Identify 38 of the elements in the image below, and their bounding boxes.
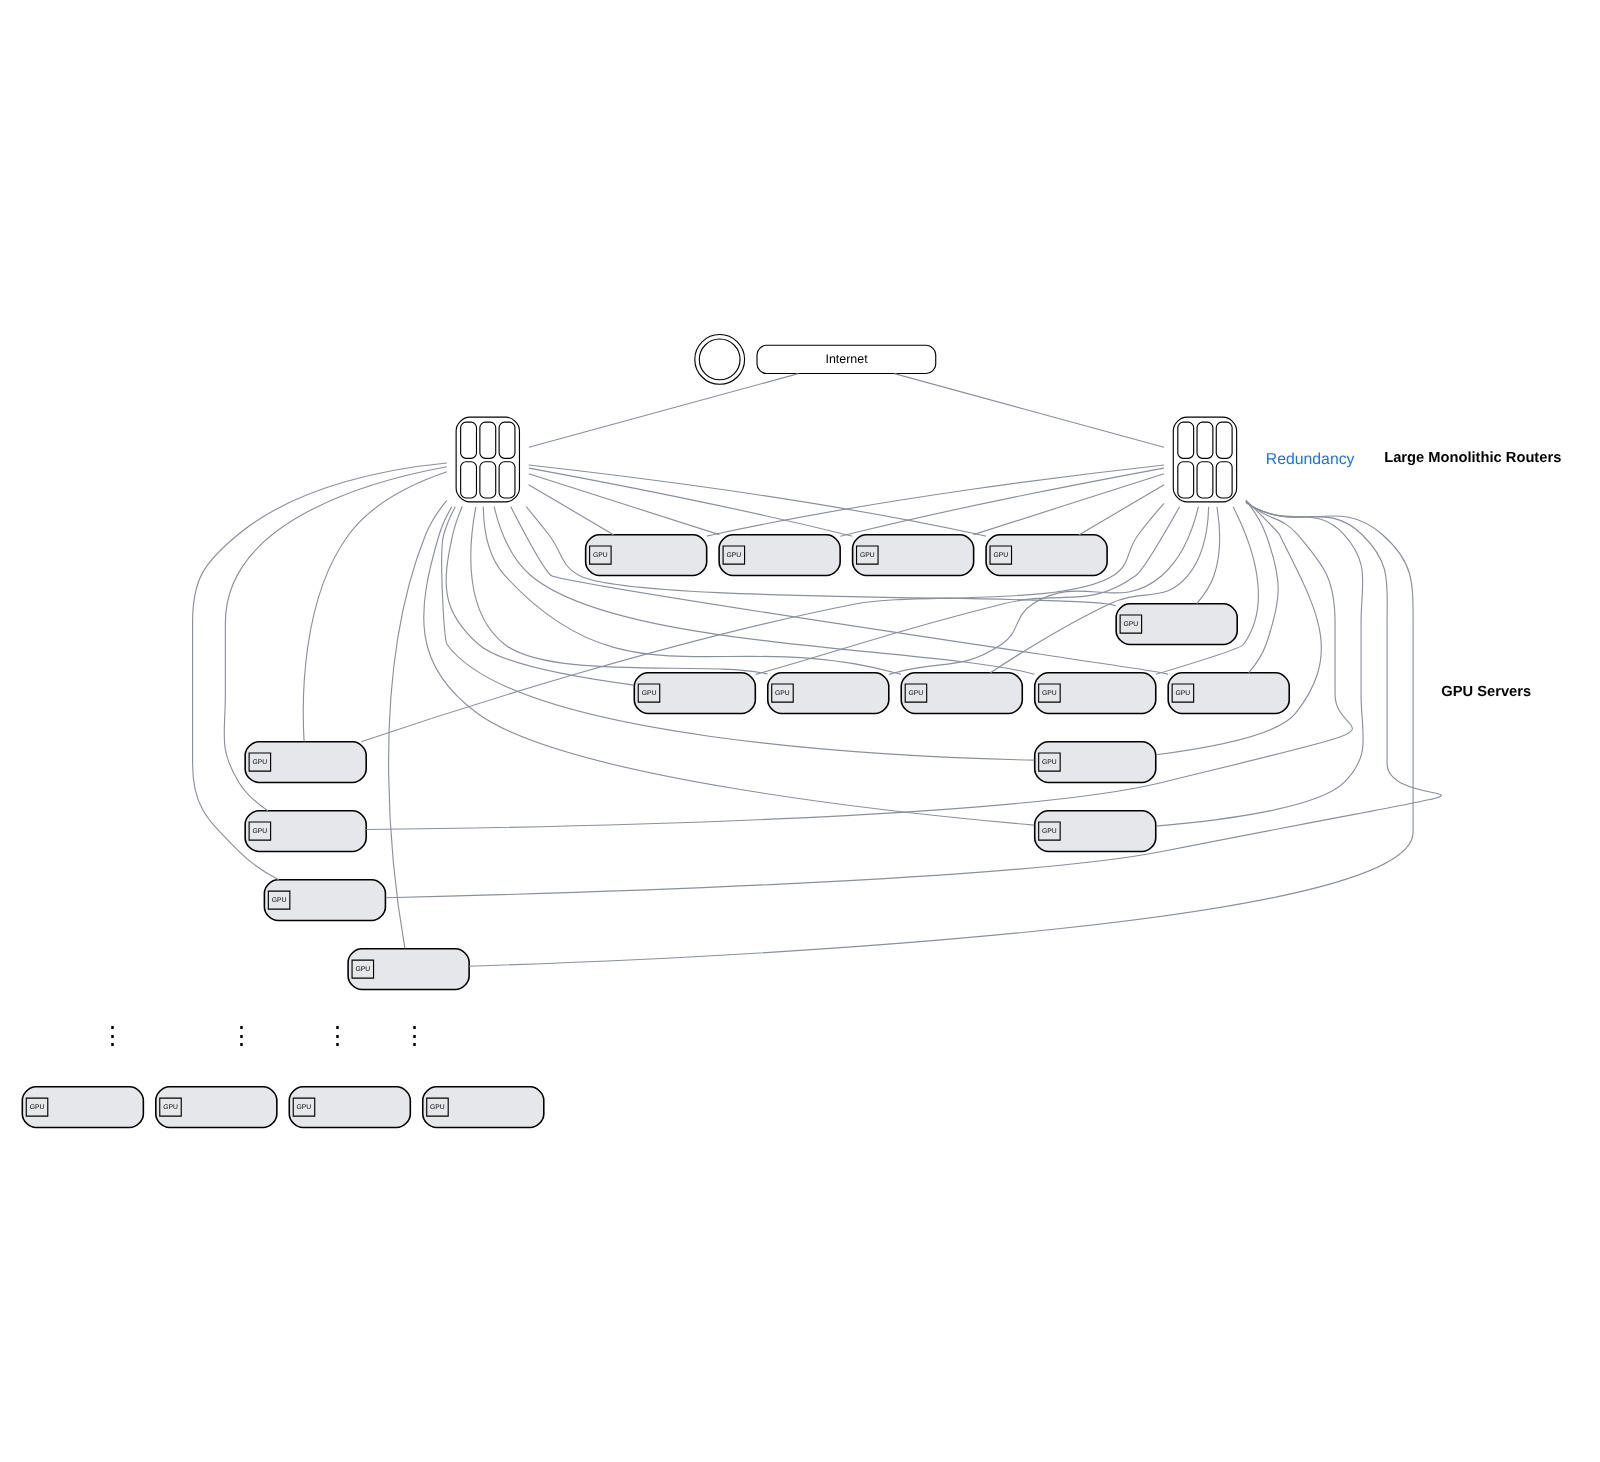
connector [1245, 499, 1279, 674]
label: ⋮ [325, 1022, 350, 1051]
connector [528, 464, 987, 537]
connector [972, 473, 1165, 536]
label: ⋮ [229, 1022, 254, 1051]
connector [1155, 501, 1364, 827]
connector [989, 506, 1210, 674]
connector [493, 506, 1036, 675]
connector [510, 506, 1169, 675]
connector [839, 467, 1165, 537]
connector [360, 502, 1165, 743]
label: ⋮ [402, 1022, 427, 1051]
connector [1155, 499, 1322, 756]
label: ⋮ [100, 1022, 125, 1051]
connector [528, 484, 615, 536]
connector [1078, 484, 1165, 536]
connector [1196, 506, 1221, 605]
connector [1155, 506, 1259, 675]
connector [365, 500, 1353, 831]
connector [754, 506, 1181, 676]
connector [893, 373, 1165, 448]
connector [528, 473, 720, 536]
connector [388, 499, 448, 950]
connector [468, 501, 1414, 967]
connector [441, 506, 1035, 761]
connector [528, 467, 853, 537]
connector [423, 506, 1035, 826]
connector [525, 506, 1117, 607]
connector [302, 471, 448, 743]
connector [706, 464, 1165, 537]
connector [888, 506, 1199, 675]
connector [385, 501, 1442, 899]
connector [528, 373, 799, 448]
connector [482, 506, 902, 675]
connector [192, 462, 448, 881]
connector [470, 506, 769, 675]
connector [445, 506, 635, 686]
connector [223, 466, 448, 812]
